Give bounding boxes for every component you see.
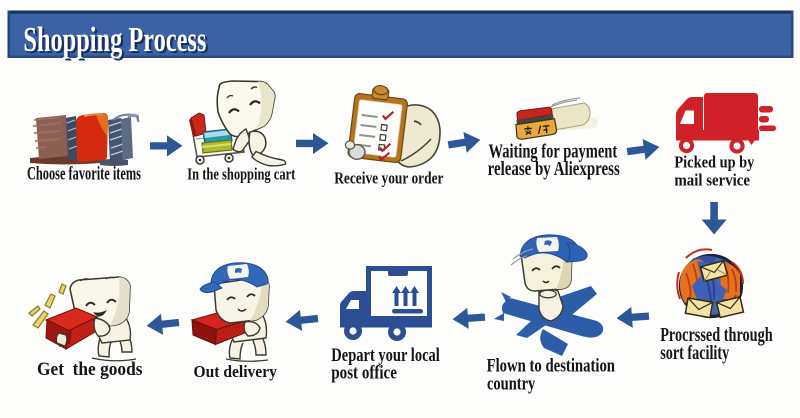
- svg-text:Shopping Process: Shopping Process: [26, 23, 209, 61]
- svg-text:Out delivery: Out delivery: [194, 362, 278, 381]
- svg-text:Procrssed through: Procrssed through: [660, 325, 773, 346]
- svg-text:Receive your order: Receive your order: [334, 169, 444, 188]
- svg-text:Picked up by: Picked up by: [674, 153, 754, 172]
- svg-text:Shopping Process: Shopping Process: [23, 21, 206, 59]
- svg-text:country: country: [487, 374, 536, 395]
- svg-text:mail service: mail service: [674, 171, 750, 190]
- svg-text:Depart your local: Depart your local: [331, 345, 440, 366]
- svg-text:Get the goods: Get the goods: [37, 359, 143, 380]
- svg-text:release by Aliexpress: release by Aliexpress: [488, 158, 620, 180]
- svg-text:post office: post office: [331, 362, 397, 383]
- svg-text:sort facility: sort facility: [660, 343, 729, 364]
- svg-text:Flown to destination: Flown to destination: [487, 356, 616, 377]
- svg-text:Waiting for payment: Waiting for payment: [489, 141, 618, 163]
- svg-text:In the shopping cart: In the shopping cart: [187, 165, 295, 184]
- svg-text:Choose favorite items: Choose favorite items: [27, 165, 141, 185]
